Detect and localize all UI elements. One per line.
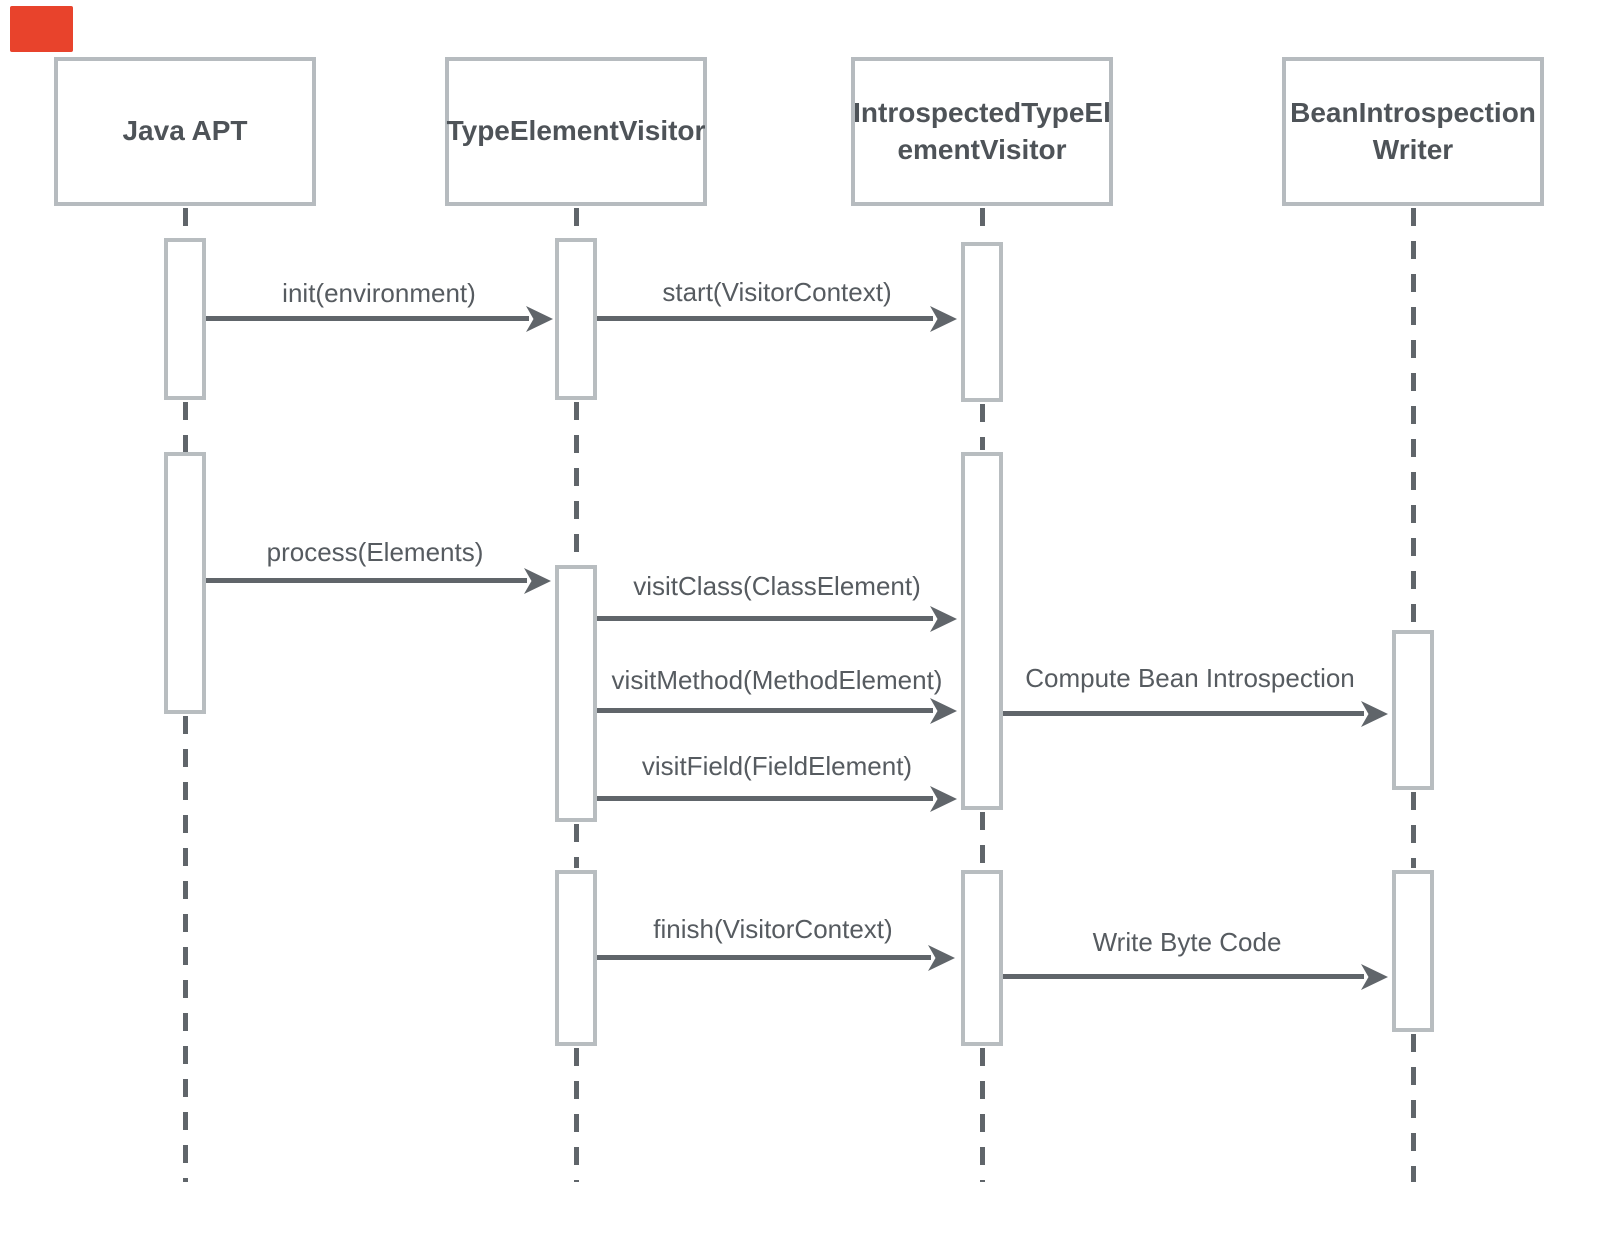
lifeline-bean-introspection-writer (1410, 208, 1416, 628)
lifeline-introspected-type-element-visitor (979, 812, 985, 868)
lifeline-type-element-visitor (573, 402, 579, 565)
actor-box-java-apt: Java APT (54, 57, 316, 206)
activation-bar-introspected-type-element-visitor (961, 242, 1003, 402)
message-label: Write Byte Code (1092, 927, 1282, 957)
message-label: finish(VisitorContext) (653, 914, 893, 944)
lifeline-introspected-type-element-visitor (979, 1048, 985, 1182)
lifeline-bean-introspection-writer (1410, 1034, 1416, 1182)
message-arrow (597, 616, 933, 621)
activation-bar-type-element-visitor (555, 238, 597, 400)
message-label: visitMethod(MethodElement) (611, 665, 943, 695)
message-label: visitField(FieldElement) (641, 751, 913, 781)
lifeline-introspected-type-element-visitor (979, 208, 985, 236)
message-arrow (597, 708, 933, 713)
arrowhead-icon (1360, 963, 1390, 991)
lifeline-java-apt (182, 716, 188, 1182)
activation-bar-bean-introspection-writer (1392, 630, 1434, 790)
arrowhead-icon (523, 567, 553, 595)
message-arrow (597, 955, 931, 960)
activation-bar-introspected-type-element-visitor (961, 870, 1003, 1046)
lifeline-type-element-visitor (573, 824, 579, 868)
actor-title-type-element-visitor: TypeElementVisitor (446, 115, 706, 147)
arrowhead-icon (929, 785, 959, 813)
message-label: init(environment) (282, 278, 476, 308)
activation-bar-java-apt (164, 452, 206, 714)
lifeline-type-element-visitor (573, 1048, 579, 1182)
arrowhead-icon (1360, 700, 1390, 728)
message-arrow (1003, 974, 1364, 979)
activation-bar-java-apt (164, 238, 206, 400)
arrowhead-icon (927, 944, 957, 972)
lifeline-type-element-visitor (573, 208, 579, 232)
actor-box-type-element-visitor: TypeElementVisitor (445, 57, 707, 206)
arrowhead-icon (929, 697, 959, 725)
message-arrow (206, 316, 529, 321)
lifeline-java-apt (182, 208, 188, 232)
message-label: Compute Bean Introspection (1025, 663, 1355, 693)
lifeline-bean-introspection-writer (1410, 792, 1416, 868)
message-label: process(Elements) (266, 537, 484, 567)
message-label: start(VisitorContext) (662, 277, 892, 307)
message-arrow (1003, 711, 1364, 716)
red-marker (10, 6, 73, 52)
activation-bar-type-element-visitor (555, 870, 597, 1046)
message-arrow (597, 796, 933, 801)
message-label: visitClass(ClassElement) (633, 571, 921, 601)
activation-bar-bean-introspection-writer (1392, 870, 1434, 1032)
activation-bar-introspected-type-element-visitor (961, 452, 1003, 810)
arrowhead-icon (525, 305, 555, 333)
arrowhead-icon (929, 605, 959, 633)
message-arrow (597, 316, 933, 321)
actor-title-java-apt: Java APT (122, 115, 248, 147)
lifeline-java-apt (182, 402, 188, 452)
message-arrow (206, 578, 527, 583)
activation-bar-type-element-visitor (555, 565, 597, 822)
arrowhead-icon (929, 305, 959, 333)
lifeline-introspected-type-element-visitor (979, 404, 985, 450)
